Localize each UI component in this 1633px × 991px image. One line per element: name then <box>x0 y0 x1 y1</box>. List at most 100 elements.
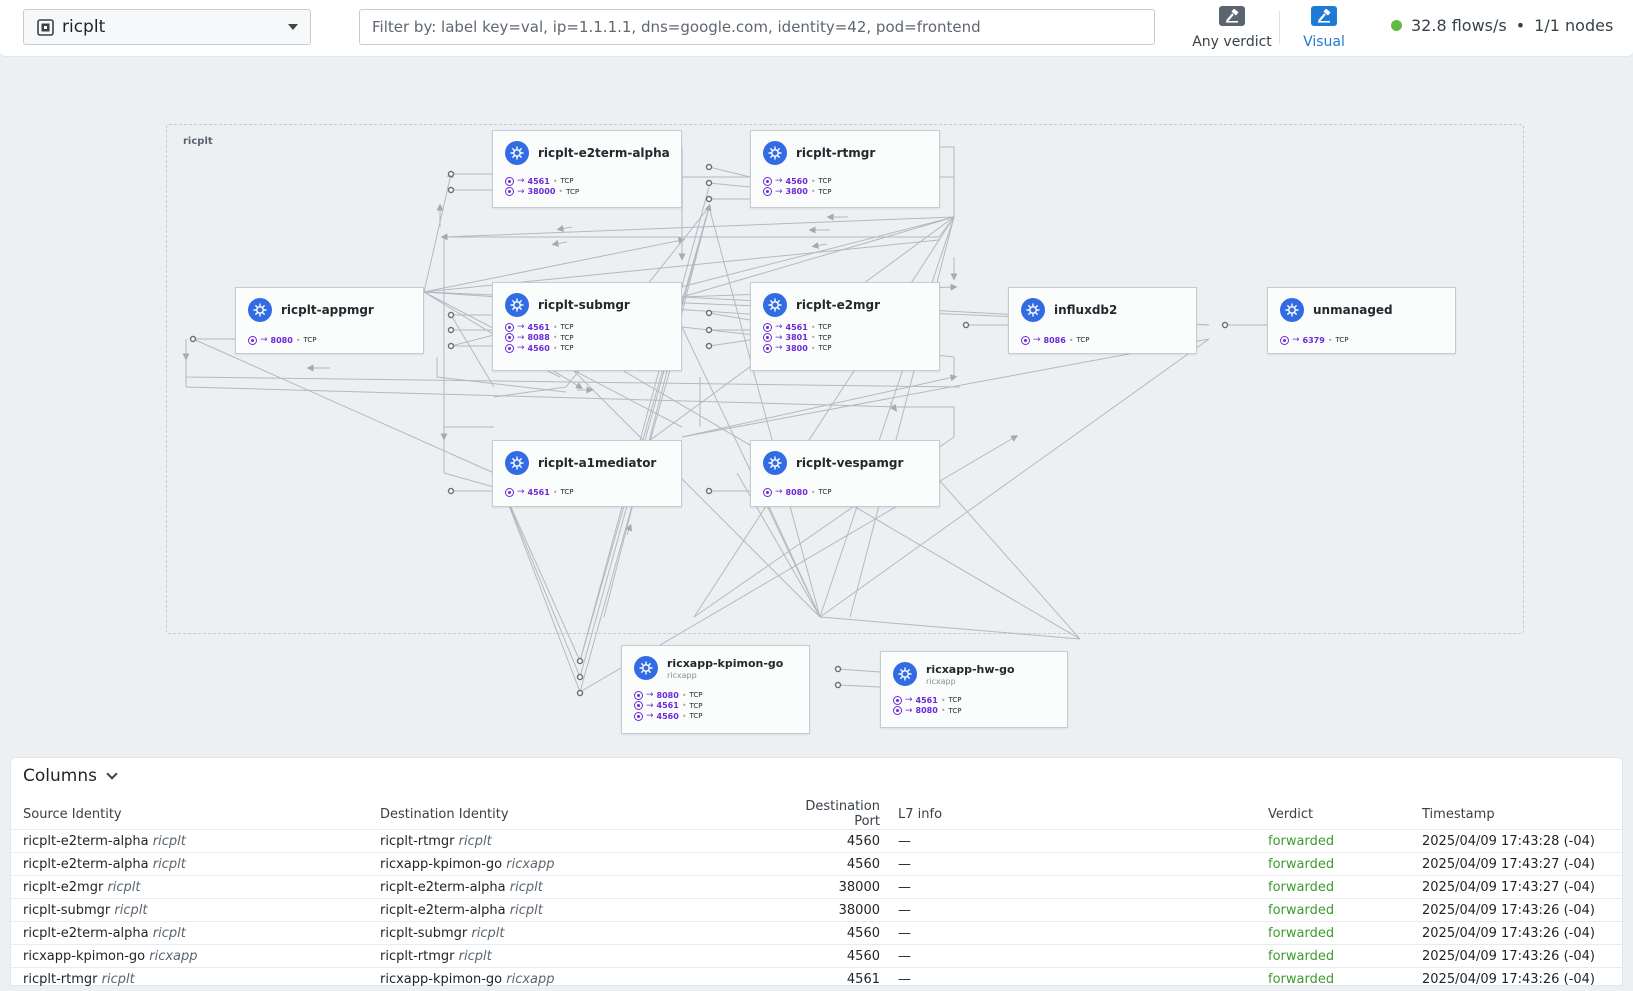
service-card-kpimon-go[interactable]: ricxapp-kpimon-go ricxapp →8080•TCP →456… <box>621 645 810 734</box>
column-header-port[interactable]: Destination Port <box>805 799 880 829</box>
port-row: →8080•TCP <box>634 690 703 701</box>
nodes-count: 1/1 nodes <box>1534 16 1614 35</box>
column-header-source[interactable]: Source Identity <box>23 806 122 822</box>
service-name: ricplt-e2mgr <box>796 298 881 312</box>
port-number: 8088 <box>527 333 550 343</box>
destination-namespace: ricplt <box>509 902 543 918</box>
verdict-filter-button[interactable]: Any verdict <box>1176 6 1288 50</box>
kubernetes-icon <box>893 662 917 686</box>
service-card-e2term-alpha[interactable]: ricplt-e2term-alpha →4561•TCP →38000•TCP <box>492 130 682 208</box>
service-card-e2mgr[interactable]: ricplt-e2mgr →4561•TCP →3801•TCP →3800•T… <box>750 282 940 371</box>
columns-toggle-button[interactable]: Columns <box>23 766 118 786</box>
port-number: 4561 <box>785 322 808 332</box>
timestamp-cell: 2025/04/09 17:43:28 (-04) <box>1422 829 1622 853</box>
column-header-l7[interactable]: L7 info <box>898 806 943 822</box>
destination-name: ricplt-e2term-alpha <box>380 879 506 895</box>
l7-info-cell: — <box>898 944 1268 968</box>
columns-label: Columns <box>23 766 97 786</box>
port-row: →4561•TCP <box>763 322 832 333</box>
kubernetes-icon <box>505 451 529 475</box>
column-header-verdict[interactable]: Verdict <box>1268 806 1314 822</box>
destination-name: ricxapp-kpimon-go <box>380 856 503 872</box>
destination-identity-cell: ricplt-submgr ricplt <box>380 921 780 945</box>
source-name: ricplt-e2term-alpha <box>23 925 149 941</box>
port-protocol: TCP <box>689 712 703 721</box>
port-number: 38000 <box>527 187 556 197</box>
column-header-destination[interactable]: Destination Identity <box>380 806 509 822</box>
service-card-rtmgr[interactable]: ricplt-rtmgr →4560•TCP →3800•TCP <box>750 130 940 208</box>
destination-port-cell: 4560 <box>780 944 898 968</box>
port-row: →8080•TCP <box>248 335 317 346</box>
service-map[interactable]: ricplt <box>0 57 1633 757</box>
destination-namespace: ricplt <box>471 925 505 941</box>
port-protocol: TCP <box>560 323 574 332</box>
verdict-cell: forwarded <box>1268 921 1422 945</box>
timestamp-cell: 2025/04/09 17:43:26 (-04) <box>1422 921 1622 945</box>
timestamp-cell: 2025/04/09 17:43:26 (-04) <box>1422 898 1622 922</box>
filter-input[interactable] <box>359 9 1155 45</box>
port-row: →4561•TCP <box>505 322 574 333</box>
visual-toggle-button[interactable]: Visual <box>1298 6 1350 50</box>
l7-info-cell: — <box>898 829 1268 853</box>
service-name: influxdb2 <box>1054 303 1118 317</box>
verdict-filter-label: Any verdict <box>1192 34 1272 50</box>
port-row: →4561•TCP <box>505 176 579 187</box>
destination-namespace: ricplt <box>458 948 492 964</box>
source-identity-cell: ricplt-submgr ricplt <box>11 898 380 922</box>
service-card-unmanaged[interactable]: unmanaged →6379•TCP <box>1267 287 1456 354</box>
port-protocol: TCP <box>818 177 832 186</box>
status-dot-icon <box>1391 20 1402 31</box>
destination-name: ricplt-rtmgr <box>380 948 455 964</box>
namespace-select[interactable]: ricplt <box>23 9 311 45</box>
port-row: →3800•TCP <box>763 187 832 198</box>
l7-info-cell: — <box>898 967 1268 991</box>
timestamp-cell: 2025/04/09 17:43:27 (-04) <box>1422 852 1622 876</box>
verdict-cell: forwarded <box>1268 944 1422 968</box>
source-namespace: ricplt <box>114 902 148 918</box>
service-card-hw-go[interactable]: ricxapp-hw-go ricxapp →4561•TCP →8080•TC… <box>880 651 1068 728</box>
destination-port-cell: 38000 <box>780 898 898 922</box>
port-protocol: TCP <box>560 177 574 186</box>
port-number: 3800 <box>785 343 808 353</box>
port-protocol: TCP <box>560 488 574 497</box>
l7-info-cell: — <box>898 875 1268 899</box>
destination-port-cell: 4561 <box>780 967 898 991</box>
service-name: ricplt-e2term-alpha <box>538 146 670 160</box>
service-card-influxdb2[interactable]: influxdb2 →8086•TCP <box>1008 287 1197 354</box>
port-number: 4561 <box>915 695 938 705</box>
verdict-cell: forwarded <box>1268 875 1422 899</box>
destination-port-cell: 38000 <box>780 875 898 899</box>
service-name: ricplt-rtmgr <box>796 146 876 160</box>
port-protocol: TCP <box>689 691 703 700</box>
port-row: →4561•TCP <box>505 487 574 498</box>
table-header-row: Source Identity Destination Identity Des… <box>11 799 1622 830</box>
port-protocol: TCP <box>818 333 832 342</box>
port-number: 3801 <box>785 333 808 343</box>
destination-namespace: ricplt <box>509 879 543 895</box>
port-row: →4560•TCP <box>763 176 832 187</box>
service-card-vespamgr[interactable]: ricplt-vespamgr →8080•TCP <box>750 440 940 507</box>
service-card-submgr[interactable]: ricplt-submgr →4561•TCP →8088•TCP →4560•… <box>492 282 682 371</box>
l7-info-cell: — <box>898 921 1268 945</box>
column-header-timestamp[interactable]: Timestamp <box>1422 806 1495 822</box>
port-number: 8080 <box>785 487 808 497</box>
port-protocol: TCP <box>560 333 574 342</box>
destination-namespace: ricxapp <box>506 856 555 872</box>
verdict-cell: forwarded <box>1268 829 1422 853</box>
destination-name: ricplt-rtmgr <box>380 833 455 849</box>
port-protocol: TCP <box>818 344 832 353</box>
service-card-appmgr[interactable]: ricplt-appmgr →8080•TCP <box>235 287 424 354</box>
kubernetes-icon <box>763 293 787 317</box>
port-number: 8080 <box>915 706 938 716</box>
service-name: unmanaged <box>1313 303 1393 317</box>
service-card-a1mediator[interactable]: ricplt-a1mediator →4561•TCP <box>492 440 682 507</box>
port-protocol: TCP <box>948 706 962 715</box>
kubernetes-icon <box>248 298 272 322</box>
